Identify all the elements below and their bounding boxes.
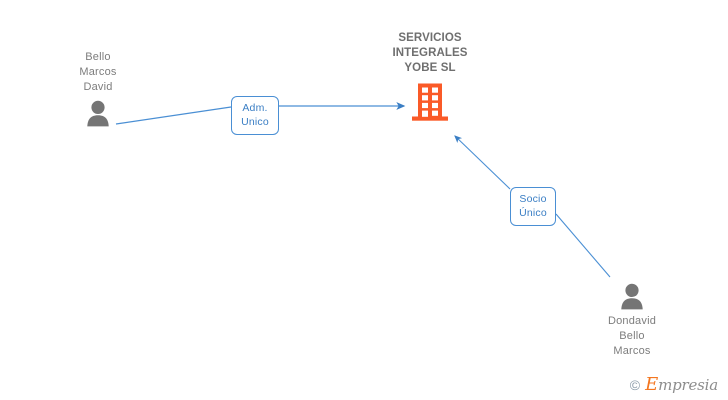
node-company-label: SERVICIOS INTEGRALES YOBE SL: [392, 32, 468, 74]
person-icon: [621, 283, 643, 310]
copyright-icon: ©: [629, 377, 641, 393]
node-company-icon-wrap: [370, 82, 490, 122]
node-person-admin-label: Bello Marcos David: [79, 51, 117, 93]
brand-rest: mpresia: [658, 376, 718, 394]
node-person-owner-label: Dondavid Bello Marcos: [607, 315, 657, 357]
node-person-owner[interactable]: Dondavid Bello Marcos: [574, 283, 690, 359]
node-company[interactable]: SERVICIOS INTEGRALES YOBE SL: [370, 31, 490, 122]
edge-label-socio-unico[interactable]: Socio Único: [510, 187, 556, 226]
node-person-admin-icon-wrap: [43, 100, 153, 127]
brand-logo: Empresia: [645, 374, 718, 395]
watermark: © Empresia: [629, 374, 718, 395]
edge-adm-unico: [115, 101, 406, 125]
brand-initial: E: [645, 374, 659, 395]
node-person-admin[interactable]: Bello Marcos David: [43, 50, 153, 127]
building-icon: [412, 83, 448, 121]
person-icon: [87, 100, 109, 127]
node-person-owner-icon-wrap: [574, 283, 690, 310]
edge-label-adm-unico[interactable]: Adm. Unico: [231, 96, 279, 135]
edge-socio-unico: [454, 135, 611, 278]
